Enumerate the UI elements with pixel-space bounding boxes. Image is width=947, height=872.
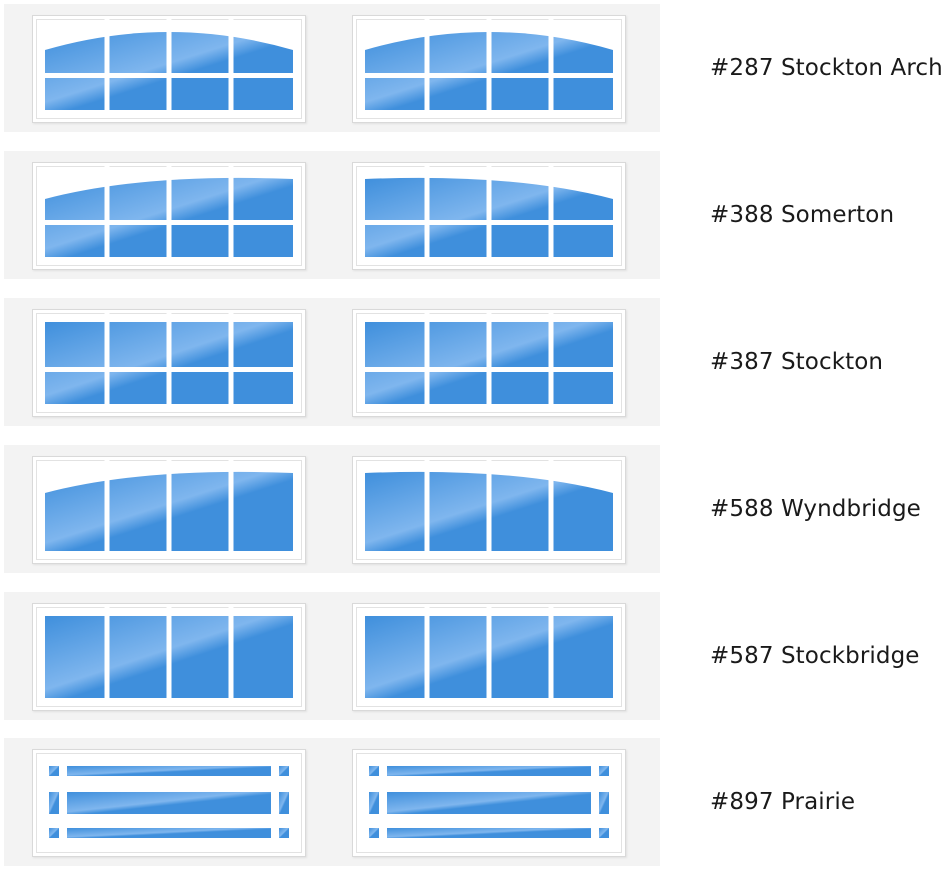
muntin-grid <box>365 16 613 110</box>
window-insert-right <box>352 456 626 564</box>
door-panel-image <box>4 298 660 426</box>
window-style-label: #897 Prairie <box>710 789 856 815</box>
muntin-grid <box>104 457 234 551</box>
window-style-row: #897 Prairie <box>4 738 947 866</box>
window-insert-left <box>32 309 306 417</box>
window-glass-graphic <box>45 604 293 698</box>
window-insert-left <box>32 162 306 270</box>
window-insert-left <box>32 15 306 123</box>
window-style-label: #388 Somerton <box>710 202 895 228</box>
prairie-grid <box>49 766 289 838</box>
window-insert-right <box>352 162 626 270</box>
window-style-row: #587 Stockbridge <box>4 592 947 720</box>
door-panel-image <box>4 592 660 720</box>
door-panel-image <box>4 445 660 573</box>
prairie-grid <box>369 766 609 838</box>
window-style-row: #388 Somerton <box>4 151 947 279</box>
window-insert-right <box>352 603 626 711</box>
window-glass-graphic <box>365 163 613 257</box>
muntin-grid <box>424 457 554 551</box>
window-glass-graphic <box>365 604 613 698</box>
muntin-grid <box>365 163 613 257</box>
window-insert-right <box>352 749 626 857</box>
muntin-grid <box>45 163 293 257</box>
door-panel-image <box>4 151 660 279</box>
muntin-grid <box>365 310 613 404</box>
window-glass-graphic <box>45 16 293 110</box>
window-style-label: #287 Stockton Arch <box>710 55 943 81</box>
window-style-label: #588 Wyndbridge <box>710 496 921 522</box>
muntin-grid <box>104 604 234 698</box>
window-style-label: #587 Stockbridge <box>710 643 920 669</box>
muntin-grid <box>45 310 293 404</box>
window-glass-graphic <box>365 16 613 110</box>
window-glass-graphic <box>365 310 613 404</box>
window-glass-graphic <box>45 163 293 257</box>
window-style-row: #588 Wyndbridge <box>4 445 947 573</box>
window-glass-graphic <box>45 310 293 404</box>
window-insert-left <box>32 603 306 711</box>
window-style-row: #387 Stockton <box>4 298 947 426</box>
window-insert-left <box>32 456 306 564</box>
door-panel-image <box>4 4 660 132</box>
door-panel-image <box>4 738 660 866</box>
muntin-grid <box>45 16 293 110</box>
window-insert-right <box>352 309 626 417</box>
window-glass-graphic <box>369 766 609 838</box>
window-glass-graphic <box>365 457 613 551</box>
window-insert-left <box>32 749 306 857</box>
window-glass-graphic <box>45 457 293 551</box>
window-style-label: #387 Stockton <box>710 349 884 375</box>
window-style-row: #287 Stockton Arch <box>4 4 947 132</box>
muntin-grid <box>424 604 554 698</box>
window-glass-graphic <box>49 766 289 838</box>
window-insert-right <box>352 15 626 123</box>
